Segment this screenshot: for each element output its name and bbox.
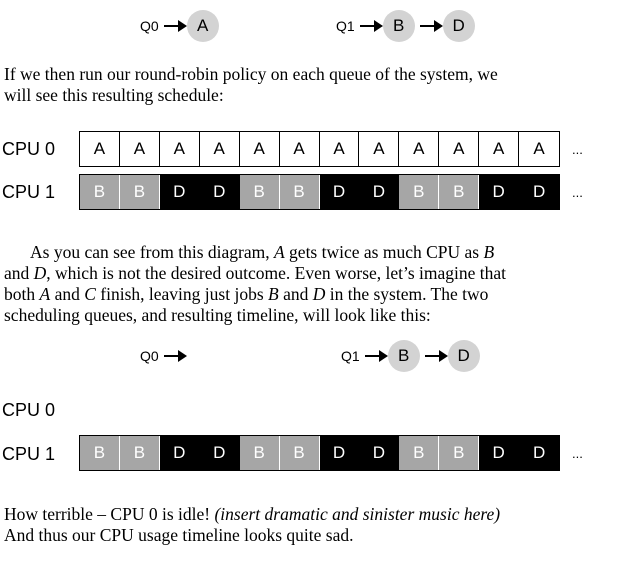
timeline-1-cpu1-slot-b: B	[399, 175, 440, 209]
paragraph-3-line-1: How terrible – CPU 0 is idle! (insert dr…	[4, 504, 501, 524]
timeline-2-cpu1-slot-d: D	[199, 436, 240, 470]
paragraph-3: How terrible – CPU 0 is idle! (insert dr…	[4, 504, 619, 546]
paragraph-2-line-4: scheduling queues, and resulting timelin…	[4, 305, 431, 325]
paragraph-1: If we then run our round-robin policy on…	[4, 64, 619, 106]
queue-q0-row-2: Q0	[140, 339, 187, 373]
timeline-2-cpu1-slot-b: B	[399, 436, 440, 470]
timeline-2-cpu1-ellipsis: ...	[572, 446, 583, 461]
arrow-icon	[359, 20, 383, 32]
timeline-2-cpu1-slot-b: B	[119, 436, 160, 470]
timeline-1-cpu1-slot-d: D	[359, 175, 400, 209]
timeline-1-cpu0-label: CPU 0	[2, 139, 56, 159]
paragraph-2: As you can see from this diagram, A gets…	[4, 242, 619, 326]
timeline-1-cpu1-slot-d: D	[199, 175, 240, 209]
timeline-1-cpu1-slot-b: B	[279, 175, 320, 209]
job-circle-a: A	[186, 10, 219, 42]
paragraph-1-line-1: If we then run our round-robin policy on…	[4, 64, 498, 84]
timeline-1-cpu0-slot-a: A	[80, 132, 120, 166]
timeline-2-cpu1-label: CPU 1	[2, 444, 56, 464]
timeline-1-cpu0-slot-a: A	[479, 132, 520, 166]
timeline-1-cpu1-label: CPU 1	[2, 182, 56, 202]
queue-q0-label-2: Q0	[140, 348, 159, 364]
queue-q0-row: Q0 A	[140, 9, 219, 43]
queue-q1-label: Q1	[336, 18, 355, 34]
timeline-1-cpu1-slot-b: B	[119, 175, 160, 209]
timeline-2-cpu1-slot-d: D	[159, 436, 200, 470]
arrow-icon	[364, 350, 388, 362]
timeline-1-cpu1-slot-d: D	[319, 175, 360, 209]
timeline-2-cpu1-slot-d: D	[479, 436, 520, 470]
timeline-1-cpu0-ellipsis: ...	[572, 142, 583, 157]
arrow-icon	[163, 20, 187, 32]
timeline-1-cpu0-slot-a: A	[439, 132, 480, 166]
timeline-1-cpu1-slot-b: B	[239, 175, 280, 209]
arrow-icon	[419, 20, 443, 32]
timeline-2-cpu1-slot-b: B	[80, 436, 120, 470]
timeline-1-cpu1-slot-d: D	[479, 175, 520, 209]
job-circle-b: B	[382, 10, 415, 42]
timeline-1-cpu1-slot-d: D	[519, 175, 560, 209]
paragraph-1-line-2: will see this resulting schedule:	[4, 85, 224, 105]
timeline-2-cpu1-slot-b: B	[279, 436, 320, 470]
timeline-1-cpu1-ellipsis: ...	[572, 185, 583, 200]
timeline-1-cpu0-slot-a: A	[399, 132, 440, 166]
timeline-1-cpu1-slot-b: B	[80, 175, 120, 209]
queue-q1-row: Q1 B D	[336, 9, 475, 43]
timeline-2-cpu1-slot-d: D	[359, 436, 400, 470]
timeline-1-cpu0-slot-a: A	[319, 132, 360, 166]
job-circle-b-2: B	[387, 340, 420, 372]
timeline-2-cpu0-label: CPU 0	[2, 400, 56, 420]
timeline-1-cpu0-slot-a: A	[519, 132, 560, 166]
paragraph-2-line-3: both A and C finish, leaving just jobs B…	[4, 284, 489, 304]
paragraph-2-line-2: and D, which is not the desired outcome.…	[4, 263, 507, 283]
timeline-2-cpu1-slot-d: D	[319, 436, 360, 470]
timeline-1-cpu0-slot-a: A	[279, 132, 320, 166]
timeline-2-cpu1-slot-d: D	[519, 436, 560, 470]
timeline-2-cpu1-slot-b: B	[439, 436, 480, 470]
arrow-icon	[163, 350, 187, 362]
queue-q1-row-2: Q1 B D	[341, 339, 480, 373]
job-circle-d-2: D	[447, 340, 480, 372]
queue-q0-label: Q0	[140, 18, 159, 34]
arrow-icon	[424, 350, 448, 362]
paragraph-3-line-2: And thus our CPU usage timeline looks qu…	[4, 525, 354, 545]
timeline-1-cpu0-slot-a: A	[159, 132, 200, 166]
timeline-2-cpu1-slot-b: B	[239, 436, 280, 470]
timeline-1-cpu1-slot-b: B	[439, 175, 480, 209]
paragraph-2-line-1: As you can see from this diagram, A gets…	[30, 242, 495, 262]
queue-q1-label-2: Q1	[341, 348, 360, 364]
timeline-1-cpu1-slot-d: D	[159, 175, 200, 209]
job-circle-d: D	[442, 10, 475, 42]
timeline-1-cpu0-slot-a: A	[359, 132, 400, 166]
timeline-1-cpu0-slot-a: A	[239, 132, 280, 166]
timeline-1-cpu0-slot-a: A	[199, 132, 240, 166]
timeline-1-cpu0-slot-a: A	[119, 132, 160, 166]
